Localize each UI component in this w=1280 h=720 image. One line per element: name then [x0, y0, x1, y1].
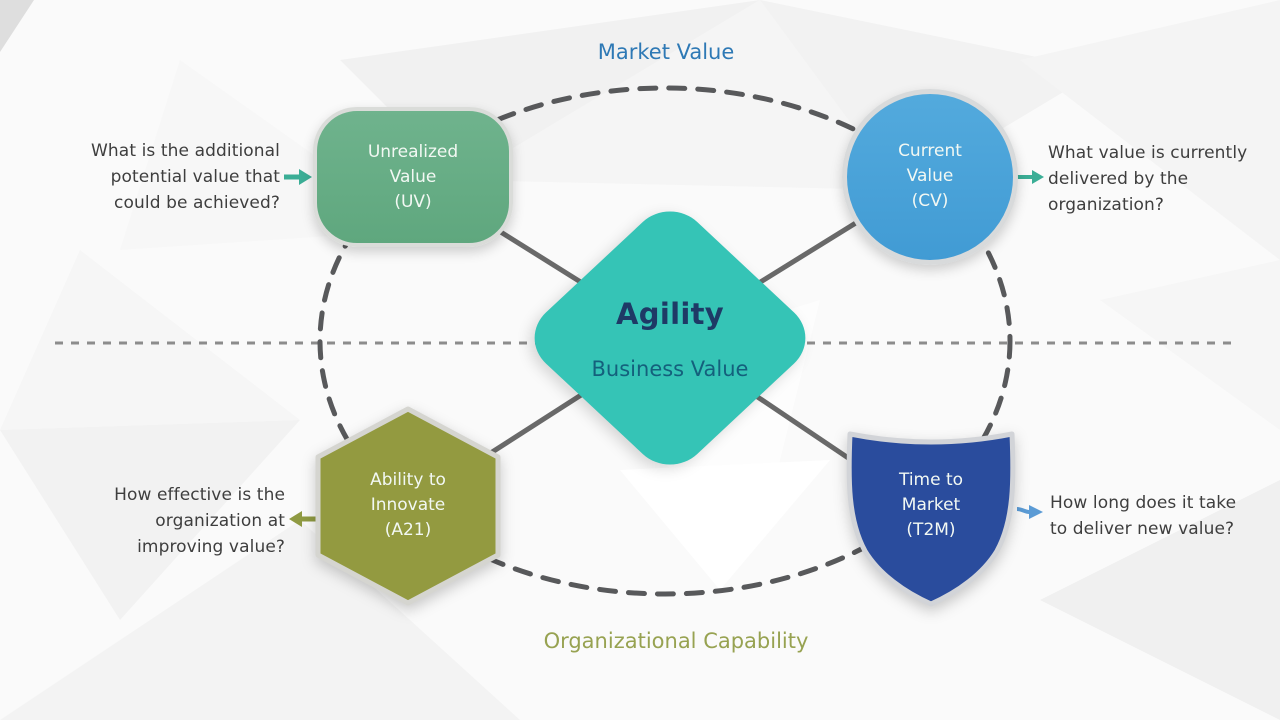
- arrow-right-icon: [1016, 505, 1043, 519]
- time-to-market-node: [846, 431, 1016, 607]
- time-to-market-label: Time to Market (T2M): [898, 470, 964, 540]
- current-value-label: Current Value (CV): [898, 141, 962, 211]
- unrealized-value-label: Unrealized Value (UV): [367, 142, 459, 212]
- shield-shape: [846, 431, 1016, 607]
- ability-to-innovate-label: Ability to Innovate (A21): [370, 470, 446, 540]
- current-value-node: [842, 89, 1018, 265]
- hexagon-shape: [315, 406, 501, 606]
- question-time-to-market: How long does it take to deliver new val…: [1050, 493, 1237, 539]
- question-ability-to-innovate: How effective is the organization at imp…: [114, 485, 285, 557]
- arrow-left-icon: [289, 511, 317, 527]
- ellipse-guide: [317, 85, 1013, 597]
- arrow-right-icon: [284, 169, 312, 185]
- agility-title: Agility: [616, 297, 724, 331]
- ability-to-innovate-node: [315, 406, 501, 606]
- arrow-right-icon: [1017, 170, 1044, 184]
- organizational-capability-label: Organizational Capability: [543, 629, 809, 653]
- question-current-value: What value is currently delivered by the…: [1048, 143, 1248, 215]
- unrealized-value-node: [313, 107, 513, 247]
- market-value-label: Market Value: [597, 40, 735, 64]
- business-value-subtitle: Business Value: [591, 357, 749, 381]
- question-unrealized-value: What is the additional potential value t…: [91, 141, 280, 213]
